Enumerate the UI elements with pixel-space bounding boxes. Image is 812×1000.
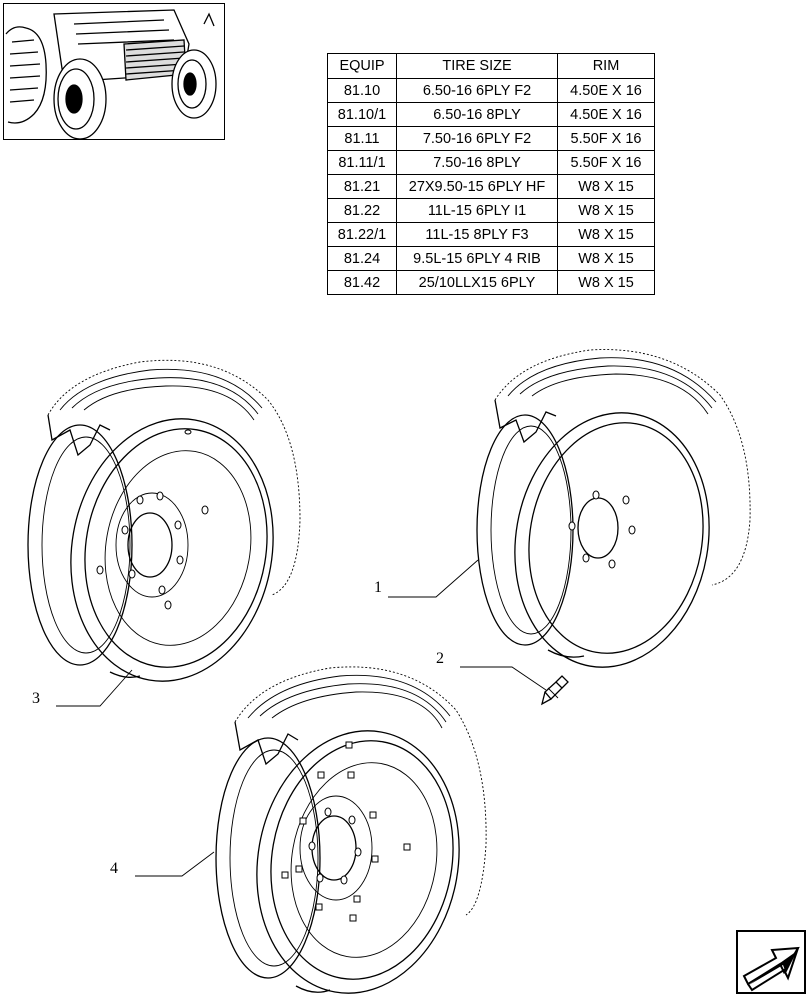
- next-page-button[interactable]: [736, 930, 806, 994]
- equip-cell: 81.21: [327, 174, 397, 199]
- rim-cell: W8 X 15: [557, 246, 655, 271]
- leader-line-4: [135, 851, 215, 877]
- equip-cell: 81.42: [327, 270, 397, 295]
- tire-size-cell: 11L-15 8PLY F3: [396, 222, 558, 247]
- header-rim: RIM: [557, 53, 655, 79]
- table-row: 81.42 25/10LLX15 6PLY W8 X 15: [327, 270, 655, 295]
- table-row: 81.21 27X9.50-15 6PLY HF W8 X 15: [327, 174, 655, 199]
- equip-cell: 81.22/1: [327, 222, 397, 247]
- table-row: 81.22 11L-15 6PLY I1 W8 X 15: [327, 198, 655, 223]
- table-row: 81.24 9.5L-15 6PLY 4 RIB W8 X 15: [327, 246, 655, 271]
- callout-2: 2: [436, 650, 444, 667]
- tractor-thumbnail: [3, 3, 225, 140]
- equip-cell: 81.22: [327, 198, 397, 223]
- equip-cell: 81.10/1: [327, 102, 397, 127]
- rim-cell: W8 X 15: [557, 222, 655, 247]
- tire-size-cell: 9.5L-15 6PLY 4 RIB: [396, 246, 558, 271]
- tire-size-cell: 6.50-16 6PLY F2: [396, 78, 558, 103]
- equip-cell: 81.10: [327, 78, 397, 103]
- tire-size-cell: 7.50-16 8PLY: [396, 150, 558, 175]
- tire-size-cell: 6.50-16 8PLY: [396, 102, 558, 127]
- tractor-front-icon: [5, 9, 217, 139]
- table-row: 81.22/1 11L-15 8PLY F3 W8 X 15: [327, 222, 655, 247]
- table-row: 81.10/1 6.50-16 8PLY 4.50E X 16: [327, 102, 655, 127]
- leader-line-3: [56, 669, 133, 707]
- next-page-arrow-icon: [742, 946, 800, 992]
- leader-lines: [56, 559, 547, 877]
- rim-cell: 4.50E X 16: [557, 78, 655, 103]
- wheel-3: [27, 359, 301, 682]
- callout-1: 1: [374, 579, 382, 596]
- callout-4: 4: [110, 860, 118, 877]
- tire-size-cell: 27X9.50-15 6PLY HF: [396, 174, 558, 199]
- callout-3: 3: [32, 690, 40, 707]
- rim-cell: 4.50E X 16: [557, 102, 655, 127]
- table-row: 81.11/1 7.50-16 8PLY 5.50F X 16: [327, 150, 655, 175]
- wheel-4: [215, 666, 487, 994]
- leader-line-2: [460, 666, 547, 691]
- leader-line-1: [388, 559, 479, 598]
- rim-cell: W8 X 15: [557, 198, 655, 223]
- wheel-1: [476, 349, 751, 668]
- rim-cell: W8 X 15: [557, 270, 655, 295]
- tire-spec-table: EQUIP TIRE SIZE RIM 81.10 6.50-16 6PLY F…: [327, 53, 655, 295]
- equip-cell: 81.11/1: [327, 150, 397, 175]
- equip-cell: 81.11: [327, 126, 397, 151]
- header-equip: EQUIP: [327, 53, 397, 79]
- tire-size-cell: 25/10LLX15 6PLY: [396, 270, 558, 295]
- valve-stem: [541, 675, 569, 706]
- table-row: 81.10 6.50-16 6PLY F2 4.50E X 16: [327, 78, 655, 103]
